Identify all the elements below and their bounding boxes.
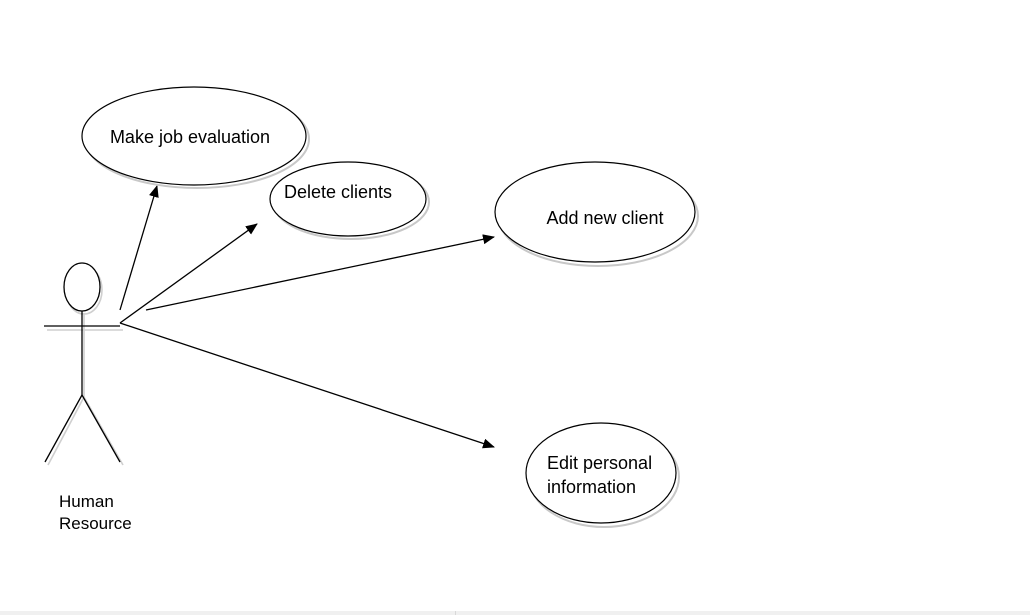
usecase-label: Edit personal information xyxy=(547,453,657,497)
association-edit-personal-information xyxy=(119,322,495,449)
actor-label: Human Resource xyxy=(59,492,132,533)
actor-right-leg xyxy=(81,394,121,463)
association-make-job-evaluation xyxy=(119,185,159,311)
usecase-ellipse xyxy=(81,86,307,186)
actor-human-resource[interactable]: Human Resource xyxy=(44,262,132,533)
bottom-scrollbar-divider xyxy=(455,611,456,615)
association-delete-clients xyxy=(119,223,258,324)
association-add-new-client xyxy=(145,234,495,311)
associations xyxy=(119,185,495,449)
usecase-label: Make job evaluation xyxy=(110,127,270,147)
usecase-make-job-evaluation[interactable]: Make job evaluation xyxy=(81,86,310,189)
usecase-label: Add new client xyxy=(546,208,663,228)
actor-figure xyxy=(44,262,124,466)
usecase-ellipse xyxy=(269,161,427,237)
usecase-label: Delete clients xyxy=(284,182,392,202)
actor-head xyxy=(63,262,101,312)
usecase-edit-personal-information[interactable]: Edit personal information xyxy=(525,422,680,528)
bottom-scrollbar-track xyxy=(0,611,1030,615)
usecase-add-new-client[interactable]: Add new client xyxy=(494,161,699,267)
usecase-delete-clients[interactable]: Delete clients xyxy=(269,161,430,240)
usecase-ellipse xyxy=(525,422,677,524)
usecase-ellipse xyxy=(494,161,696,263)
actor-left-leg xyxy=(44,394,83,463)
